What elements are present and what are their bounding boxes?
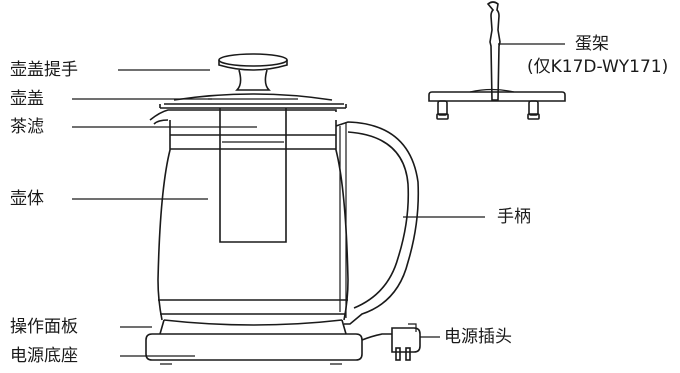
label-control-panel: 操作面板	[10, 317, 78, 337]
label-body: 壶体	[10, 189, 44, 209]
label-handle: 手柄	[497, 207, 531, 227]
label-lid-handle: 壶盖提手	[10, 60, 78, 80]
tea-filter-drawing	[219, 108, 287, 243]
label-tea-filter: 茶滤	[10, 117, 44, 137]
label-power-base: 电源底座	[10, 346, 78, 366]
label-egg-rack: 蛋架	[575, 34, 609, 54]
lid-drawing	[159, 93, 347, 109]
egg-rack-drawing	[428, 1, 566, 120]
kettle-body-drawing	[149, 109, 349, 326]
label-egg-rack-model: (仅K17D-WY171)	[527, 57, 669, 77]
handle-drawing	[335, 121, 420, 325]
label-power-plug: 电源插头	[444, 327, 512, 347]
power-base-drawing	[145, 319, 363, 365]
power-plug-drawing	[361, 323, 421, 361]
label-lid: 壶盖	[10, 89, 44, 109]
lid-handle-drawing	[218, 53, 288, 91]
